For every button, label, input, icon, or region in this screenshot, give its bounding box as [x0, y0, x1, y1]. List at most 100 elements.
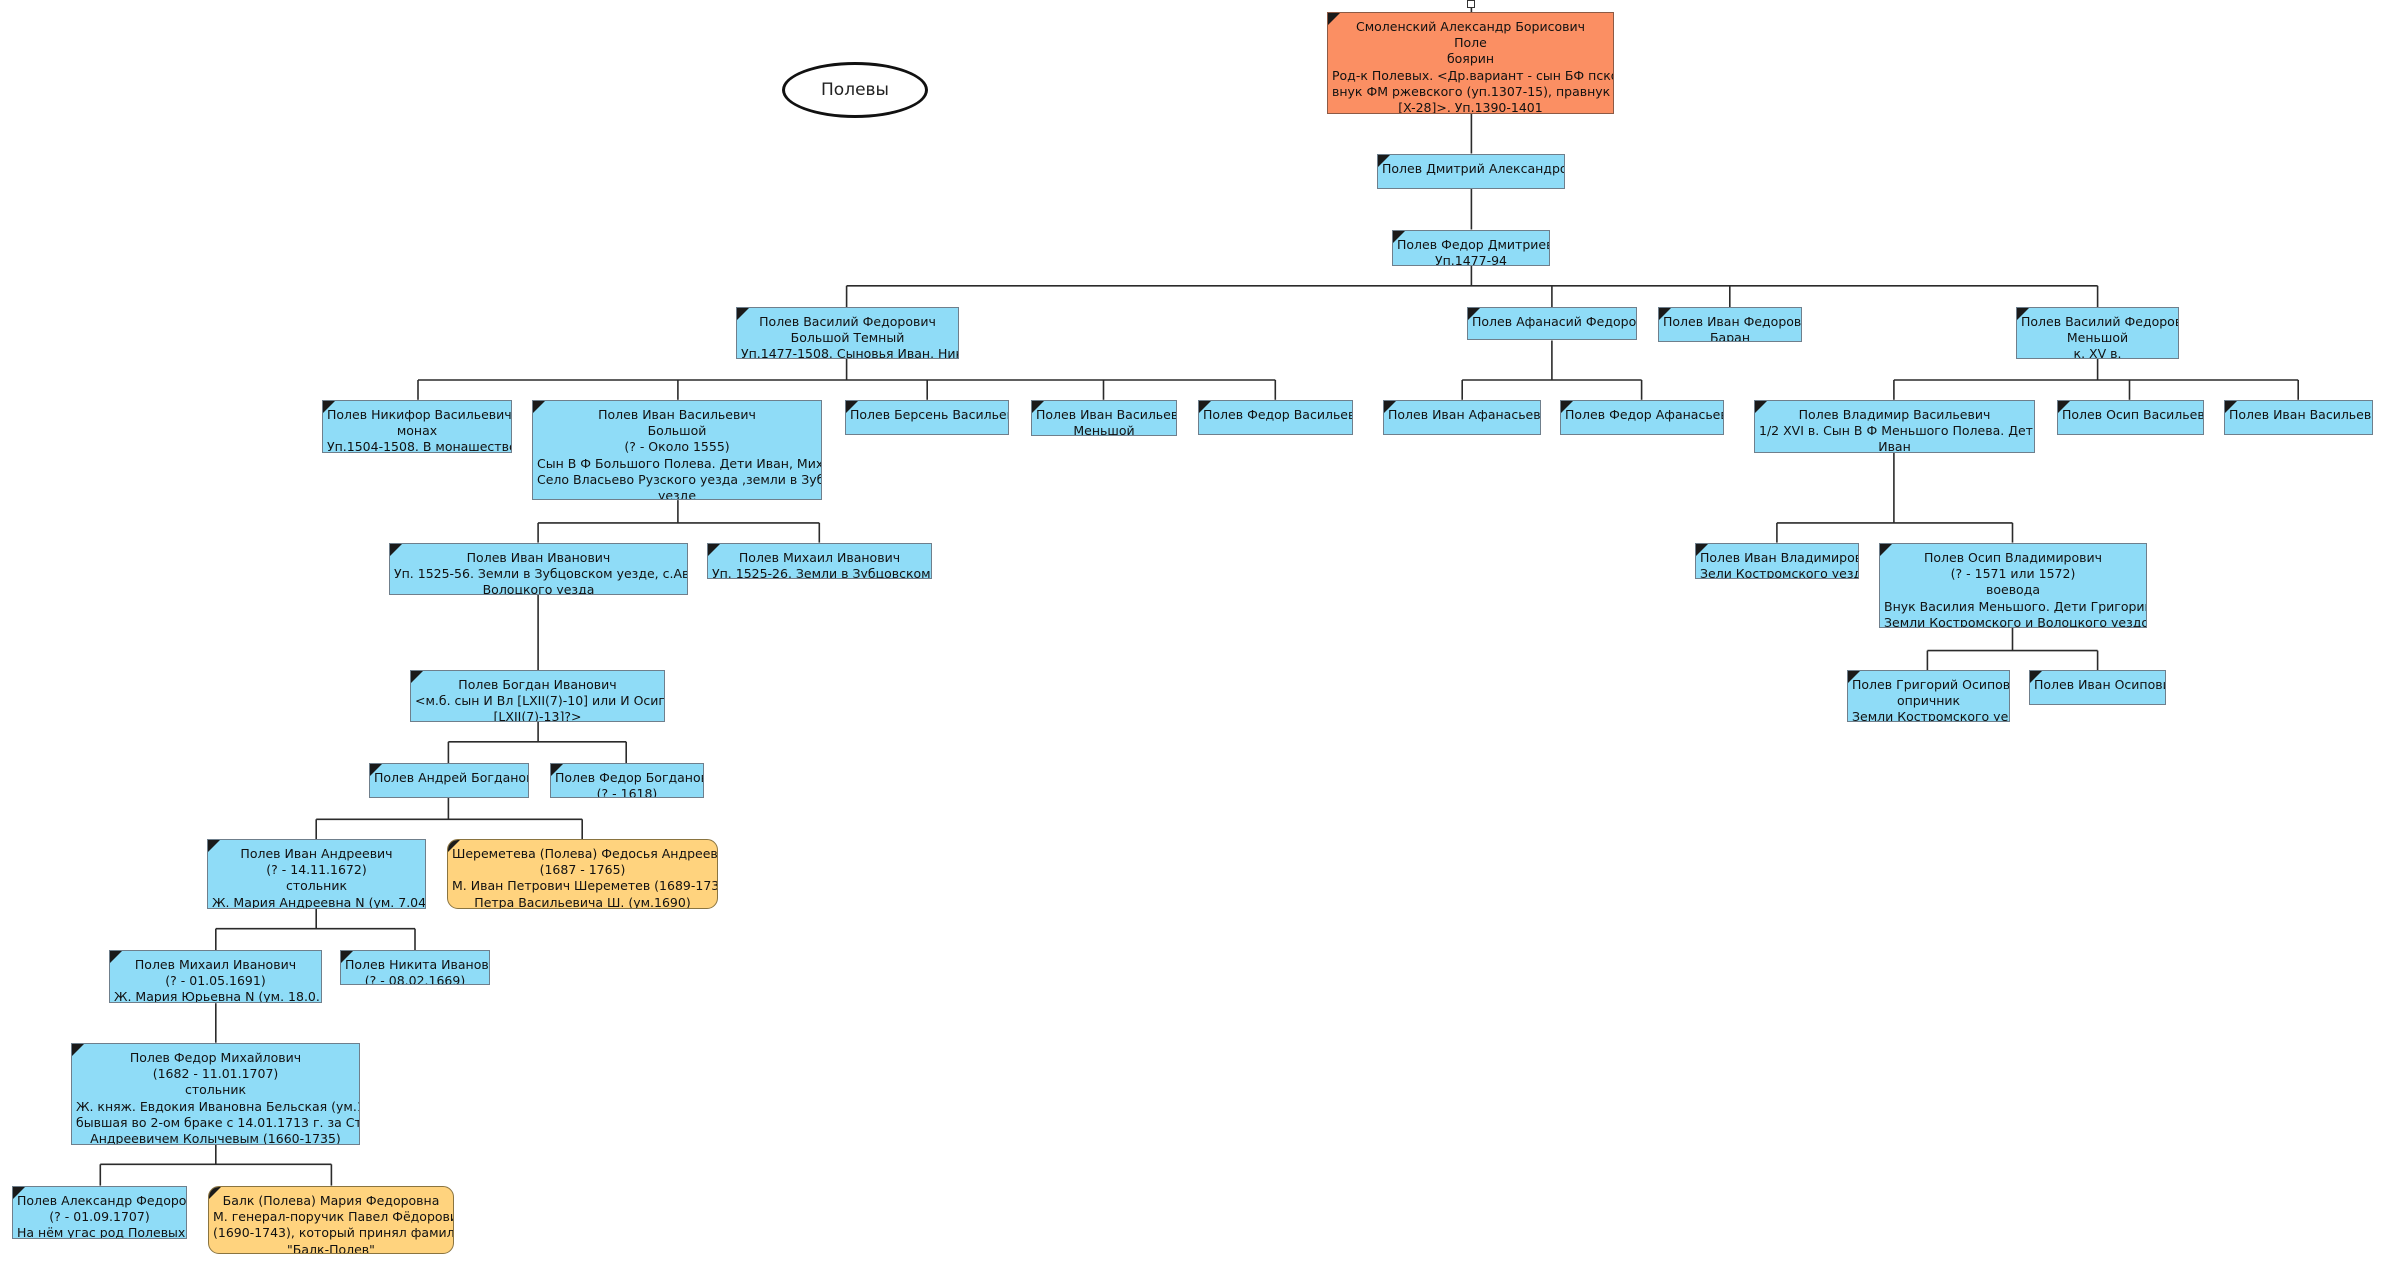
person-name: Полев Федор Афанасьевич	[1565, 407, 1723, 422]
person-detail: 1/2 XVI в. Сын В Ф Меньшого Полева. Дети…	[1759, 423, 2034, 439]
person-detail: Ж. Мария Юрьевна N (ум. 18.0.1682)	[114, 989, 321, 1003]
person-name: Полев Иван Васильевич	[2229, 407, 2373, 422]
person-detail: к. XV в.	[2073, 346, 2122, 359]
person-node-nikita[interactable]: Полев Никита Иванович(? - 08.02.1669)	[340, 950, 490, 985]
person-detail: Андреевичем Колычевым (1660-1735)	[90, 1131, 341, 1145]
person-name: Полев Федор Васильевич	[1203, 407, 1352, 422]
person-detail: Уп.1477-1508. Сыновья Иван, Никифор	[741, 346, 958, 359]
person-name: Полев Берсень Васильевич	[850, 407, 1008, 422]
person-name: Полев Андрей Богданович	[374, 770, 528, 785]
person-detail: Уп.1504-1508. В монашестве Нил	[327, 439, 512, 453]
person-name: Полев Иван Федорович	[1663, 314, 1802, 329]
person-detail: Большой Темный	[790, 330, 905, 346]
person-name: Полев Иван Андреевич	[240, 846, 393, 861]
person-detail: Село Власьево Рузского уезда ,земли в Зу…	[537, 471, 821, 487]
person-detail: Уп. 1525-56. Земли в Зубцовском уезде, с…	[394, 566, 687, 582]
person-name: Полев Михаил Иванович	[738, 550, 901, 565]
person-node-fedor-bogd[interactable]: Полев Федор Богданович(? - 1618)	[550, 763, 704, 798]
person-detail: воевода	[1985, 582, 2041, 598]
person-name: Полев Федор Михайлович	[129, 1050, 302, 1065]
person-node-andrey[interactable]: Полев Андрей Богданович	[369, 763, 529, 798]
person-node-ivan-andreevich[interactable]: Полев Иван Андреевич(? - 14.11.1672)стол…	[207, 839, 426, 909]
person-name: Полев Иван Осипович	[2034, 677, 2166, 692]
person-detail: Внук Василия Меньшого. Дети Григорий, Ив…	[1884, 598, 2146, 614]
person-detail: (? - 1618)	[596, 786, 658, 798]
person-detail: (? - Около 1555)	[624, 439, 730, 455]
top-connector-handle[interactable]	[1467, 0, 1475, 8]
person-detail: стольник	[285, 878, 347, 894]
person-node-bogdan[interactable]: Полев Богдан Иванович<м.б. сын И Вл [LXI…	[410, 670, 665, 722]
person-name: Полев Осип Владимирович	[1923, 550, 2103, 565]
person-node-vasily-menshoy[interactable]: Полев Василий ФедоровичМеньшойк. XV в.	[2016, 307, 2179, 359]
person-node-fedor-mikh[interactable]: Полев Федор Михайлович(1682 - 11.01.1707…	[71, 1043, 360, 1145]
person-detail: боярин	[1446, 51, 1495, 67]
person-node-ivan-v-menshoy[interactable]: Полев Иван ВасильевичМеньшой	[1031, 400, 1177, 436]
person-node-ivan-v-r[interactable]: Полев Иван Васильевич	[2224, 400, 2373, 435]
person-detail: (? - 01.05.1691)	[165, 973, 266, 989]
person-node-dmitry[interactable]: Полев Дмитрий Александрович	[1377, 154, 1565, 189]
person-name: Полев Федор Дмитриевич	[1397, 237, 1549, 252]
person-name: Полев Федор Богданович	[555, 770, 703, 785]
person-detail: (? - 1571 или 1572)	[1950, 566, 2076, 582]
person-detail: Меньшой	[1073, 423, 1135, 436]
person-node-fedor-af[interactable]: Полев Федор Афанасьевич	[1560, 400, 1724, 435]
person-node-ivan-vlad[interactable]: Полев Иван ВладимировичЗели Костромского…	[1695, 543, 1859, 579]
person-name: Полев Дмитрий Александрович	[1382, 161, 1564, 176]
person-node-bersen[interactable]: Полев Берсень Васильевич	[845, 400, 1009, 435]
person-name: Балк (Полева) Мария Федоровна	[222, 1193, 440, 1208]
family-title-text: Полевы	[821, 80, 889, 100]
person-name: Полев Михаил Иванович	[134, 957, 297, 972]
person-detail: Баран	[1709, 330, 1750, 342]
person-detail: М. Иван Петрович Шереметев (1689-1735), …	[452, 878, 718, 894]
person-node-fedor-v[interactable]: Полев Федор Васильевич	[1198, 400, 1353, 435]
person-name: Полев Осип Васильевич	[2062, 407, 2204, 422]
person-detail: [LXII(7)-13]?>	[493, 709, 582, 722]
person-detail: Поле	[1454, 35, 1487, 51]
person-node-afanasy[interactable]: Полев Афанасий Федорович	[1467, 307, 1637, 340]
person-detail: Уп. 1525-26. Земли в Зубцовском уезде	[712, 566, 931, 579]
person-name: Полев Никифор Васильевич	[327, 407, 512, 422]
person-detail: внук ФМ ржевского (уп.1307-15), правнук …	[1332, 83, 1614, 99]
person-name: Полев Иван Владимирович	[1700, 550, 1858, 565]
person-detail: Иван	[1878, 439, 1911, 453]
person-node-osip-v[interactable]: Полев Осип Васильевич	[2057, 400, 2204, 435]
person-detail: [X-28]>. Уп.1390-1401	[1398, 100, 1543, 114]
person-node-fedosya[interactable]: Шереметева (Полева) Федосья Андреевна(16…	[447, 839, 718, 909]
person-name: Полев Богдан Иванович	[458, 677, 617, 692]
person-detail: На нём угас род Полевых	[17, 1225, 186, 1239]
person-name: Полев Иван Афанасьевич	[1388, 407, 1541, 422]
person-detail: "Балк-Полев"	[287, 1241, 375, 1254]
person-detail: Волоцкого уезда	[482, 582, 595, 595]
person-detail: Земли Костромского уезда	[1852, 709, 2009, 722]
person-detail: Меньшой	[2066, 330, 2129, 346]
person-name: Смоленский Александр Борисович	[1355, 19, 1586, 34]
person-node-ivan-af[interactable]: Полев Иван Афанасьевич	[1383, 400, 1541, 435]
person-name: Шереметева (Полева) Федосья Андреевна	[452, 846, 718, 861]
person-detail: Ж. княж. Евдокия Ивановна Бельская (ум.1…	[76, 1098, 359, 1114]
family-title-ellipse: Полевы	[782, 62, 928, 118]
person-node-ivan-osipovich[interactable]: Полев Иван Осипович	[2029, 670, 2166, 705]
person-detail: Зели Костромского уезда	[1700, 566, 1859, 579]
person-node-alexandr-f[interactable]: Полев Александр Федорович(? - 01.09.1707…	[12, 1186, 187, 1239]
person-detail: монах	[396, 423, 438, 439]
person-node-fedor-d[interactable]: Полев Федор ДмитриевичУп.1477-94	[1392, 230, 1550, 266]
person-name: Полев Иван Иванович	[466, 550, 611, 565]
person-detail: стольник	[184, 1082, 246, 1098]
person-detail: Сын В Ф Большого Полева. Дети Иван, Миха…	[537, 455, 822, 471]
person-detail: <м.б. сын И Вл [LXII(7)-10] или И Осипов…	[415, 693, 665, 709]
person-node-osip-vlad[interactable]: Полев Осип Владимирович(? - 1571 или 157…	[1879, 543, 2147, 628]
person-detail: Уп.1477-94	[1435, 253, 1507, 266]
person-node-mikhail-iv[interactable]: Полев Михаил Иванович(? - 01.05.1691)Ж. …	[109, 950, 322, 1003]
person-detail: (1690-1743), который принял фамилию	[213, 1225, 454, 1241]
